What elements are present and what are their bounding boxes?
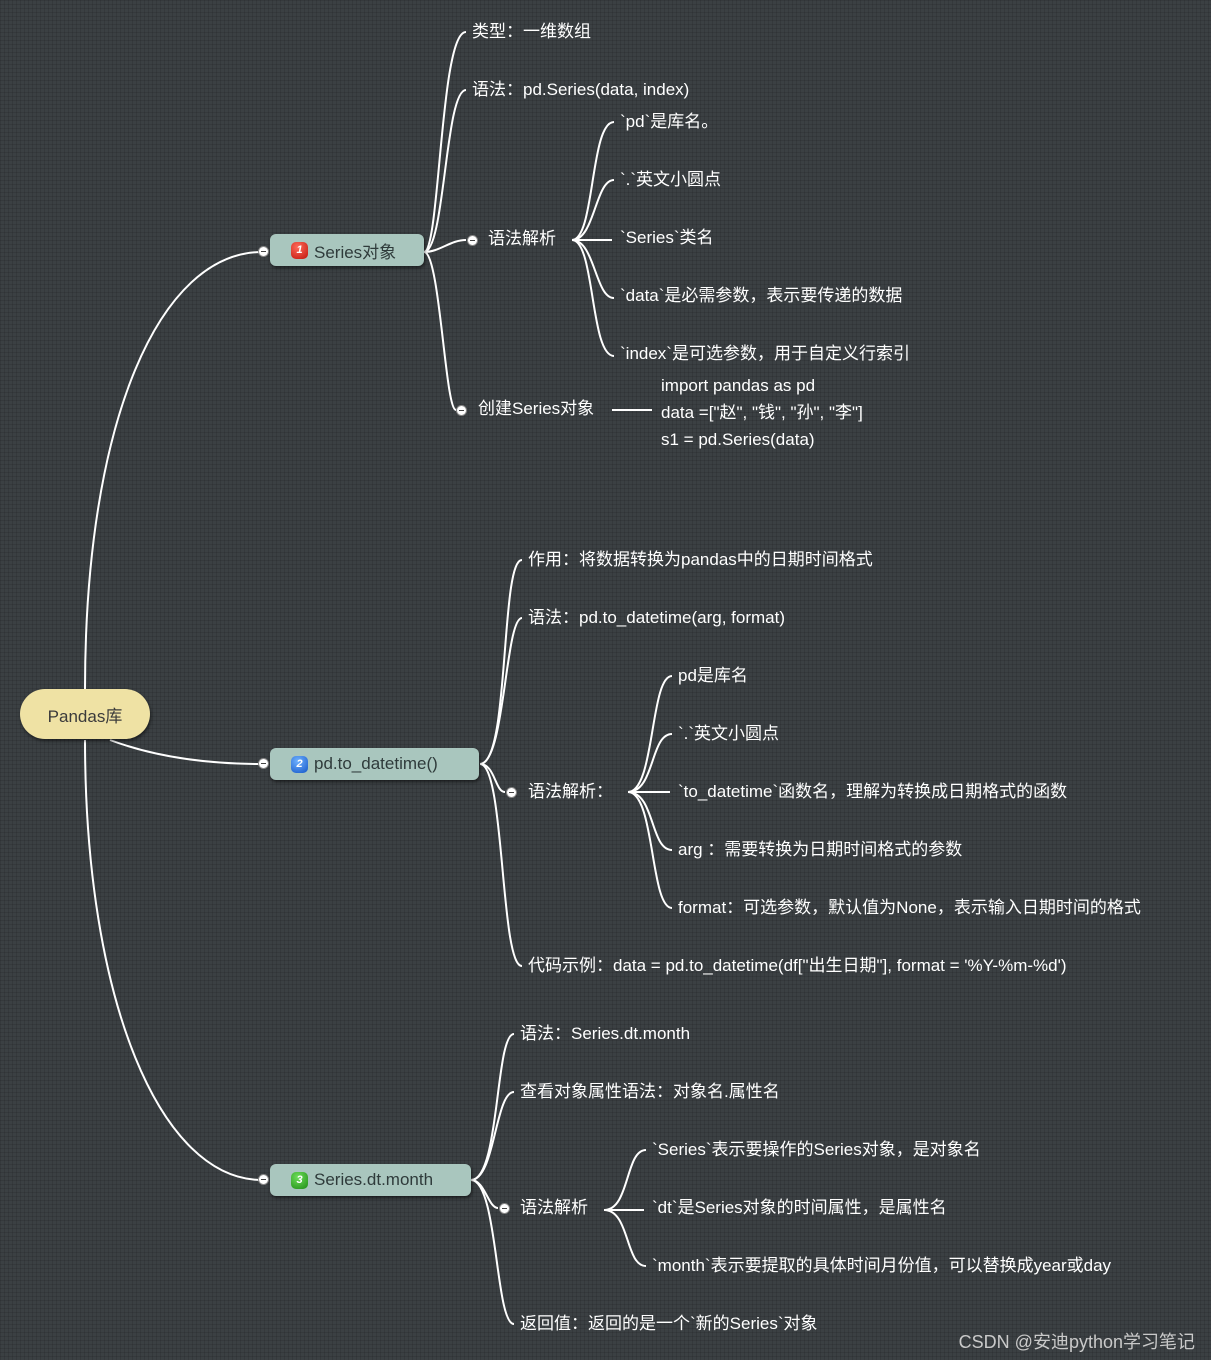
node-code-example[interactable]: 代码示例：data = pd.to_datetime(df["出生日期"], f… <box>528 956 1067 975</box>
code-line: s1 = pd.Series(data) <box>661 430 815 449</box>
code-line: data =["赵", "钱", "孙", "李"] <box>661 403 863 422</box>
node-parse[interactable]: 语法解析 <box>520 1198 588 1217</box>
node-syntax[interactable]: 语法：pd.Series(data, index) <box>472 80 690 99</box>
collapse-toggle-topic3[interactable] <box>258 1174 269 1185</box>
parse-item[interactable]: `to_datetime`函数名，理解为转换成日期格式的函数 <box>678 782 1068 801</box>
topic-label: Series.dt.month <box>314 1170 434 1189</box>
priority-1-icon: 1 <box>291 241 308 259</box>
parse-item[interactable]: `Series`表示要操作的Series对象，是对象名 <box>652 1140 981 1159</box>
connector-root-topic3 <box>84 739 263 1181</box>
topic-series-object[interactable]: 1 Series对象 <box>270 234 424 266</box>
collapse-toggle-parse2[interactable] <box>506 787 517 798</box>
code-block[interactable]: import pandas as pd data =["赵", "钱", "孙"… <box>661 372 863 453</box>
node-syntax[interactable]: 语法：Series.dt.month <box>520 1024 691 1043</box>
collapse-toggle-topic2[interactable] <box>258 758 269 769</box>
node-view-syntax[interactable]: 查看对象属性语法：对象名.属性名 <box>520 1082 780 1101</box>
parse-item[interactable]: `pd`是库名。 <box>620 112 719 131</box>
node-purpose[interactable]: 作用：将数据转换为pandas中的日期时间格式 <box>528 550 873 569</box>
parse-item[interactable]: `data`是必需参数，表示要传递的数据 <box>620 286 903 305</box>
priority-2-icon: 2 <box>291 755 308 773</box>
parse-item[interactable]: pd是库名 <box>678 666 748 685</box>
node-type[interactable]: 类型：一维数组 <box>472 22 591 41</box>
parse-item[interactable]: `month`表示要提取的具体时间月份值，可以替换成year或day <box>652 1256 1112 1275</box>
node-create-series[interactable]: 创建Series对象 <box>478 399 595 418</box>
collapse-toggle-create[interactable] <box>456 405 467 416</box>
collapse-toggle-parse3[interactable] <box>499 1203 510 1214</box>
parse-item[interactable]: `.`英文小圆点 <box>678 724 780 743</box>
parse-item[interactable]: `index`是可选参数，用于自定义行索引 <box>620 344 910 363</box>
connector-root-topic1 <box>84 251 263 690</box>
topic-series-dt-month[interactable]: 3 Series.dt.month <box>270 1164 471 1196</box>
root-node[interactable]: Pandas库 <box>20 689 150 739</box>
code-line: import pandas as pd <box>661 376 816 395</box>
collapse-toggle-topic1[interactable] <box>258 246 269 257</box>
node-syntax[interactable]: 语法：pd.to_datetime(arg, format) <box>528 608 785 627</box>
topic-to-datetime[interactable]: 2 pd.to_datetime() <box>270 748 479 780</box>
parse-item[interactable]: `Series`类名 <box>620 228 714 247</box>
parse-item[interactable]: format：可选参数，默认值为None，表示输入日期时间的格式 <box>678 898 1141 917</box>
collapse-toggle-parse1[interactable] <box>467 235 478 246</box>
connector-root-topic2 <box>109 739 263 765</box>
topic-label: pd.to_datetime() <box>314 754 438 773</box>
topic-label: Series对象 <box>314 242 397 262</box>
priority-3-icon: 3 <box>291 1171 308 1189</box>
node-parse[interactable]: 语法解析 <box>488 229 556 248</box>
parse-item[interactable]: arg ：需要转换为日期时间格式的参数 <box>678 840 963 859</box>
watermark: CSDN @安迪python学习笔记 <box>958 1332 1195 1352</box>
root-label: Pandas库 <box>47 706 123 726</box>
parse-item[interactable]: `dt`是Series对象的时间属性，是属性名 <box>652 1198 947 1217</box>
node-parse[interactable]: 语法解析： <box>528 782 613 801</box>
parse-item[interactable]: `.`英文小圆点 <box>620 170 722 189</box>
node-return-value[interactable]: 返回值：返回的是一个`新的Series`对象 <box>520 1314 818 1333</box>
